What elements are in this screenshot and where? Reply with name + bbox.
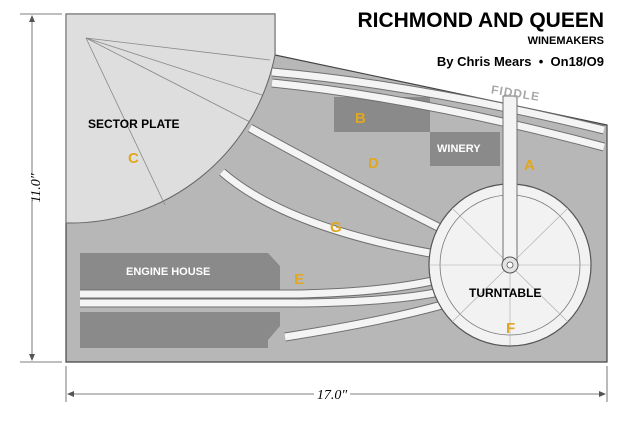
sector-plate-rays (85, 37, 271, 206)
label-sector-plate: SECTOR PLATE (88, 117, 180, 131)
label-engine-house: ENGINE HOUSE (126, 266, 210, 278)
letter-e: E (294, 271, 304, 288)
letter-f: F (506, 320, 515, 337)
dimension-width: 17.0″ (65, 366, 608, 403)
letter-c: C (128, 150, 139, 167)
letter-b: B (355, 110, 366, 127)
label-turntable: TURNTABLE (469, 286, 541, 300)
building-engine-house (80, 253, 268, 290)
building-engine-house-lower (80, 312, 268, 348)
label-winery: WINERY (437, 143, 481, 155)
letter-d: D (368, 155, 379, 172)
turntable (428, 95, 592, 347)
track-fiddle-upper (271, 67, 606, 135)
track-e-lower (80, 287, 441, 308)
plan-byline: By Chris Mears • On18/O9 (437, 54, 604, 69)
letter-g: G (330, 219, 342, 236)
engine-house-notch-lower (268, 312, 280, 340)
letter-a: A (524, 157, 535, 174)
sector-plate (65, 13, 276, 224)
plan-title: RICHMOND AND QUEEN (357, 9, 604, 32)
plan-subtitle: WINEMAKERS (528, 35, 604, 47)
track-fiddle-lower (271, 78, 606, 152)
svg-text:17.0″: 17.0″ (317, 388, 348, 403)
svg-text:11.0″: 11.0″ (29, 173, 44, 202)
building-winery (430, 132, 500, 166)
engine-house-notch (268, 253, 280, 290)
track-f (284, 300, 444, 342)
dimension-height: 11.0″ (20, 13, 62, 363)
